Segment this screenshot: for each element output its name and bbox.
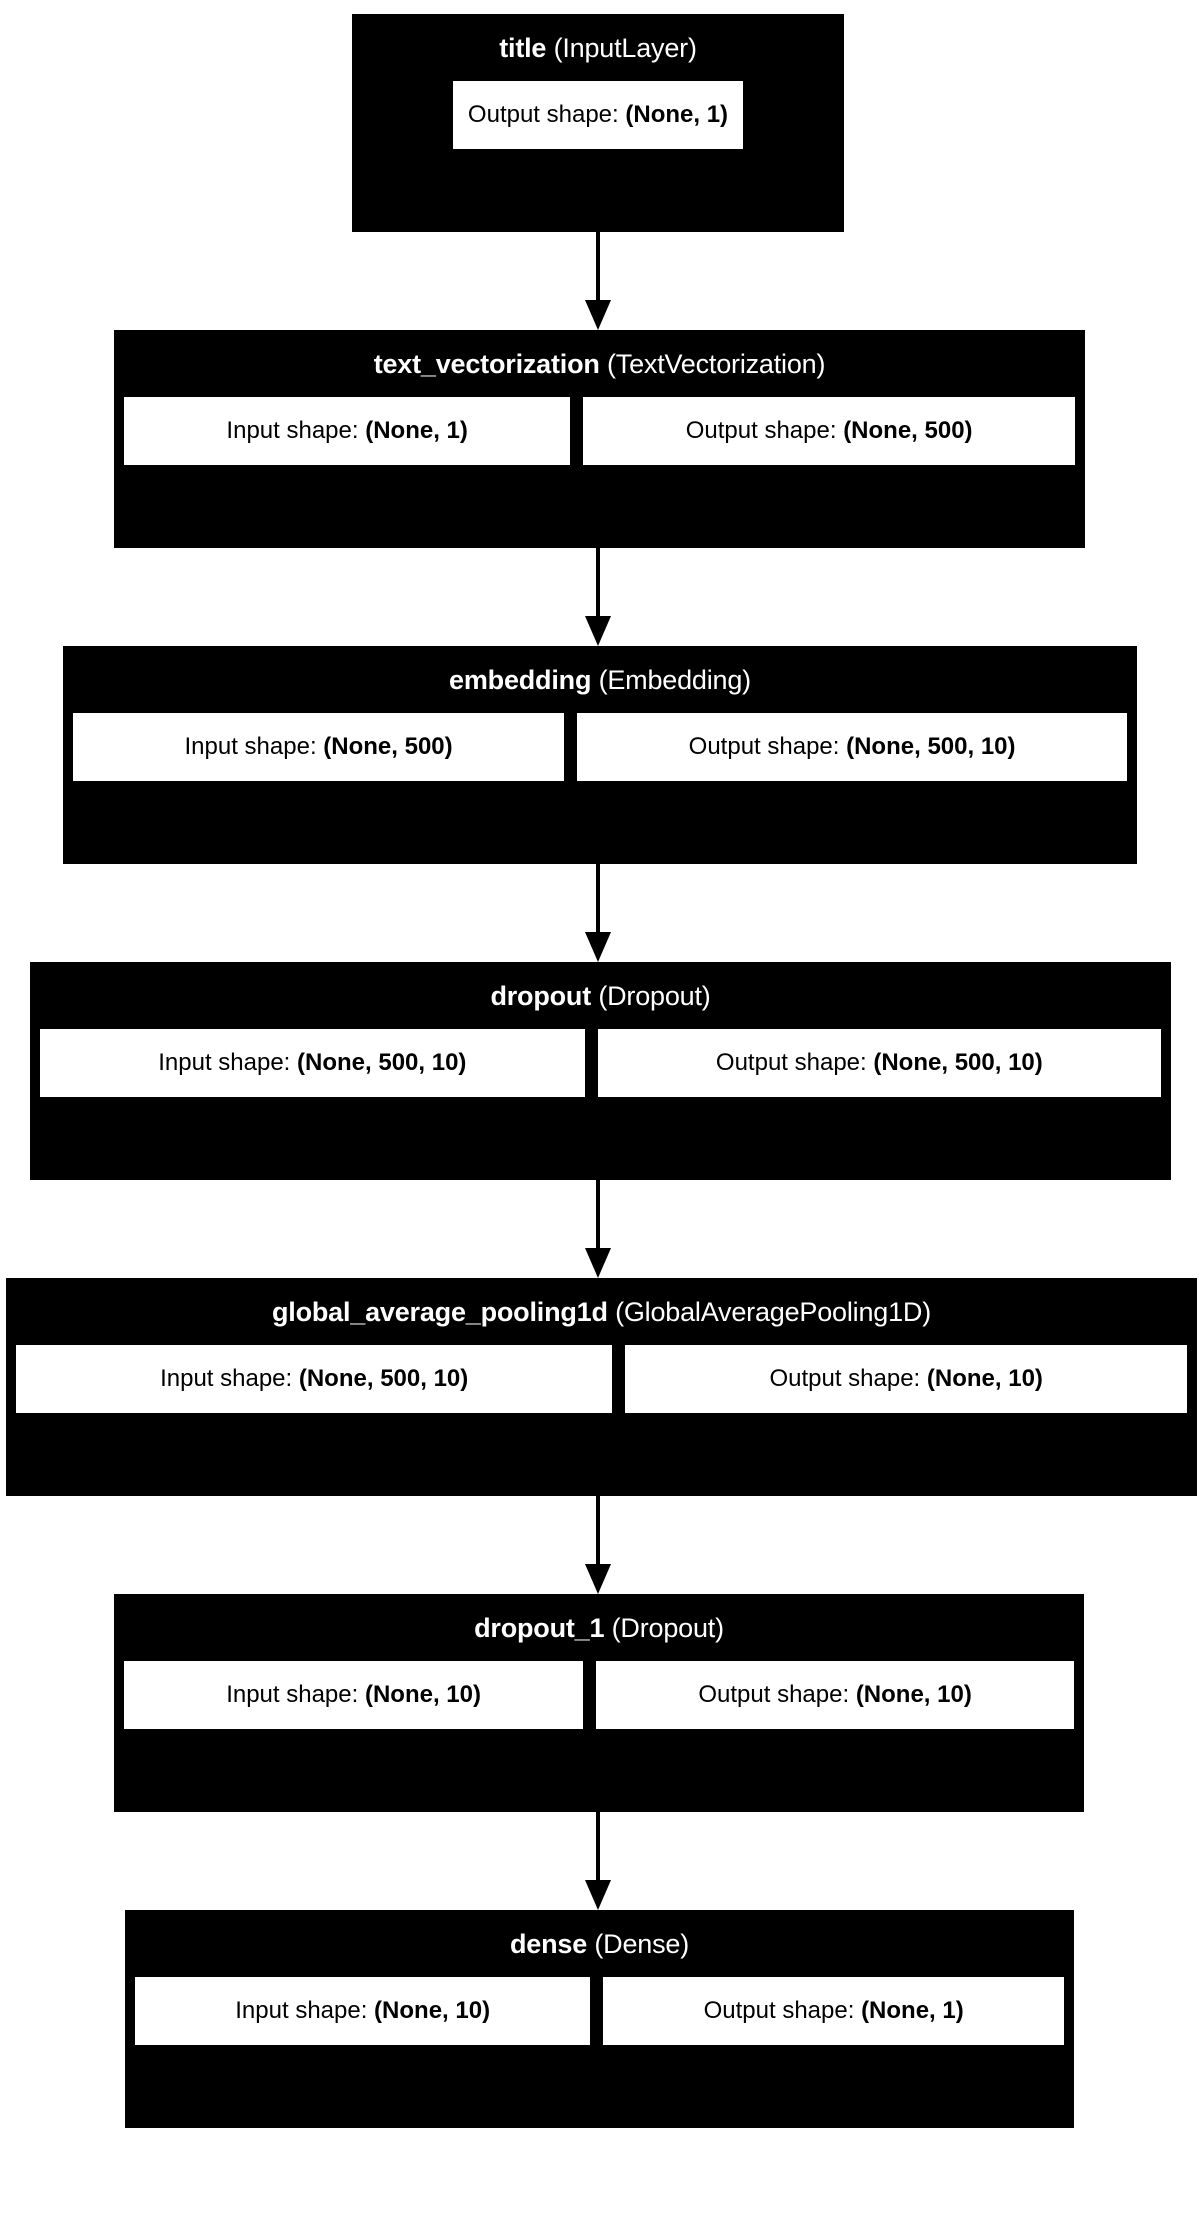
shape-row-title: Output shape: (None, 1) xyxy=(355,78,841,155)
output-shape-label: Output shape: xyxy=(698,1681,850,1709)
arrowhead-icon xyxy=(585,1564,611,1594)
layer-header-title: title (InputLayer) xyxy=(355,17,841,78)
input-shape-value: (None, 10) xyxy=(374,1997,491,2025)
input-shape-label: Input shape: xyxy=(226,417,359,445)
input-shape-cell-dropout: Input shape: (None, 500, 10) xyxy=(37,1026,588,1100)
edge-title-to-text_vectorization xyxy=(596,232,600,304)
output-shape-label: Output shape: xyxy=(769,1365,921,1393)
shape-row-text_vectorization: Input shape: (None, 1)Output shape: (Non… xyxy=(117,394,1082,471)
layer-node-dense[interactable]: dense (Dense)Input shape: (None, 10)Outp… xyxy=(125,1910,1074,2128)
output-shape-cell-dense: Output shape: (None, 1) xyxy=(600,1974,1068,2048)
arrowhead-icon xyxy=(585,300,611,330)
arrowhead-icon xyxy=(585,616,611,646)
input-shape-value: (None, 1) xyxy=(365,417,468,445)
edge-text_vectorization-to-embedding xyxy=(596,548,600,620)
edge-embedding-to-dropout xyxy=(596,864,600,936)
input-shape-value: (None, 10) xyxy=(364,1681,481,1709)
output-shape-cell-dropout: Output shape: (None, 500, 10) xyxy=(594,1026,1165,1100)
output-shape-label: Output shape: xyxy=(688,733,840,761)
input-shape-cell-dense: Input shape: (None, 10) xyxy=(132,1974,594,2048)
shape-row-dropout_1: Input shape: (None, 10)Output shape: (No… xyxy=(117,1658,1081,1735)
output-shape-value: (None, 500) xyxy=(843,417,973,445)
layer-class-global_average_pooling1d: (GlobalAveragePooling1D) xyxy=(615,1297,931,1327)
input-shape-label: Input shape: xyxy=(184,733,317,761)
layer-node-embedding[interactable]: embedding (Embedding)Input shape: (None,… xyxy=(63,646,1137,864)
layer-class-title: (InputLayer) xyxy=(553,33,697,63)
layer-name-dropout_1: dropout_1 xyxy=(474,1613,605,1643)
output-shape-value: (None, 500, 10) xyxy=(873,1049,1043,1077)
output-shape-cell-dropout_1: Output shape: (None, 10) xyxy=(593,1658,1078,1732)
layer-node-global_average_pooling1d[interactable]: global_average_pooling1d (GlobalAverageP… xyxy=(6,1278,1197,1496)
layer-node-dropout_1[interactable]: dropout_1 (Dropout)Input shape: (None, 1… xyxy=(114,1594,1084,1812)
layer-header-text_vectorization: text_vectorization (TextVectorization) xyxy=(117,333,1082,394)
layer-header-embedding: embedding (Embedding) xyxy=(66,649,1134,710)
layer-class-text_vectorization: (TextVectorization) xyxy=(606,349,826,379)
edge-global_average_pooling1d-to-dropout_1 xyxy=(596,1496,600,1568)
layer-header-dropout_1: dropout_1 (Dropout) xyxy=(117,1597,1081,1658)
input-shape-label: Input shape: xyxy=(235,1997,368,2025)
output-shape-value: (None, 10) xyxy=(926,1365,1043,1393)
output-shape-label: Output shape: xyxy=(703,1997,855,2025)
layer-name-dropout: dropout xyxy=(490,981,591,1011)
layer-class-embedding: (Embedding) xyxy=(598,665,752,695)
output-shape-cell-title: Output shape: (None, 1) xyxy=(449,78,747,152)
input-shape-label: Input shape: xyxy=(158,1049,291,1077)
input-shape-label: Input shape: xyxy=(160,1365,293,1393)
layer-header-dropout: dropout (Dropout) xyxy=(33,965,1168,1026)
layer-node-title[interactable]: title (InputLayer)Output shape: (None, 1… xyxy=(352,14,844,232)
edge-dropout_1-to-dense xyxy=(596,1812,600,1884)
output-shape-value: (None, 1) xyxy=(625,101,729,129)
layer-name-text_vectorization: text_vectorization xyxy=(373,349,600,379)
input-shape-cell-dropout_1: Input shape: (None, 10) xyxy=(121,1658,587,1732)
output-shape-label: Output shape: xyxy=(685,417,837,445)
input-shape-label: Input shape: xyxy=(226,1681,359,1709)
input-shape-value: (None, 500, 10) xyxy=(298,1365,469,1393)
layer-name-global_average_pooling1d: global_average_pooling1d xyxy=(271,1297,608,1327)
output-shape-cell-text_vectorization: Output shape: (None, 500) xyxy=(580,394,1078,468)
output-shape-label: Output shape: xyxy=(715,1049,867,1077)
output-shape-value: (None, 500, 10) xyxy=(846,733,1016,761)
input-shape-cell-embedding: Input shape: (None, 500) xyxy=(70,710,568,784)
shape-row-dropout: Input shape: (None, 500, 10)Output shape… xyxy=(33,1026,1168,1103)
arrowhead-icon xyxy=(585,1880,611,1910)
layer-node-text_vectorization[interactable]: text_vectorization (TextVectorization)In… xyxy=(114,330,1085,548)
layer-name-title: title xyxy=(499,33,547,63)
arrowhead-icon xyxy=(585,1248,611,1278)
layer-node-dropout[interactable]: dropout (Dropout)Input shape: (None, 500… xyxy=(30,962,1171,1180)
output-shape-cell-embedding: Output shape: (None, 500, 10) xyxy=(574,710,1131,784)
layer-class-dropout_1: (Dropout) xyxy=(611,1613,724,1643)
input-shape-cell-global_average_pooling1d: Input shape: (None, 500, 10) xyxy=(13,1342,616,1416)
layer-header-dense: dense (Dense) xyxy=(128,1913,1071,1974)
layer-header-global_average_pooling1d: global_average_pooling1d (GlobalAverageP… xyxy=(9,1281,1194,1342)
input-shape-cell-text_vectorization: Input shape: (None, 1) xyxy=(121,394,574,468)
input-shape-value: (None, 500) xyxy=(323,733,453,761)
edge-dropout-to-global_average_pooling1d xyxy=(596,1180,600,1252)
layer-name-dense: dense xyxy=(510,1929,588,1959)
shape-row-dense: Input shape: (None, 10)Output shape: (No… xyxy=(128,1974,1071,2051)
arrowhead-icon xyxy=(585,932,611,962)
shape-row-global_average_pooling1d: Input shape: (None, 500, 10)Output shape… xyxy=(9,1342,1194,1419)
shape-row-embedding: Input shape: (None, 500)Output shape: (N… xyxy=(66,710,1134,787)
layer-class-dense: (Dense) xyxy=(594,1929,689,1959)
output-shape-cell-global_average_pooling1d: Output shape: (None, 10) xyxy=(622,1342,1190,1416)
output-shape-value: (None, 1) xyxy=(861,1997,964,2025)
layer-name-embedding: embedding xyxy=(449,665,592,695)
output-shape-value: (None, 10) xyxy=(855,1681,972,1709)
output-shape-label: Output shape: xyxy=(467,101,619,129)
input-shape-value: (None, 500, 10) xyxy=(297,1049,467,1077)
layer-class-dropout: (Dropout) xyxy=(598,981,711,1011)
